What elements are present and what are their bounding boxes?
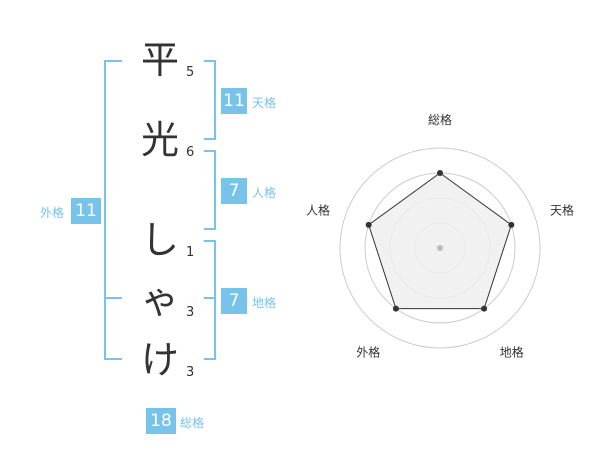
radar-polygon [368,172,512,310]
radar-ring [339,147,541,349]
radar-point-5 [365,221,372,228]
stroke-count-3: 1 [186,245,195,260]
jinkaku-bracket [204,150,216,230]
tenkaku-label: 天格 [252,96,277,110]
tenkaku-bracket [204,60,216,140]
gaikaku-label: 外格 [40,206,65,220]
name-char-4: ゃ [140,278,179,322]
gaikaku-bracket [104,60,122,360]
radar-point-2 [508,221,515,228]
chikaku-divider [204,297,216,299]
tenkaku-badge: 11 [221,88,247,114]
gaikaku-divider [104,297,122,299]
stroke-count-4: 3 [186,305,195,320]
gaikaku-badge: 11 [71,198,101,224]
soukaku-label: 総格 [180,416,205,430]
radar-points [365,170,515,312]
radar-point-4 [392,305,399,312]
chikaku-bracket [204,240,216,360]
chikaku-badge: 7 [221,288,247,314]
chikaku-label: 地格 [252,296,277,310]
soukaku-badge: 18 [146,408,176,434]
stroke-count-5: 3 [186,365,195,380]
radar-axis-label-3: 地格 [500,345,524,360]
name-char-3: し [140,218,179,262]
jinkaku-label: 人格 [252,186,277,200]
radar-point-3 [481,305,488,312]
stroke-count-1: 5 [186,65,195,80]
radar-center-dot [437,245,443,251]
name-char-2: 光 [140,118,179,162]
radar-point-1 [437,170,443,176]
radar-axis-label-4: 外格 [356,345,380,360]
radar-axis-label-1: 総格 [428,112,452,127]
radar-axis-label-2: 天格 [550,202,574,217]
name-char-1: 平 [140,38,179,82]
stroke-count-2: 6 [186,145,195,160]
name-char-5: け [140,338,179,382]
jinkaku-badge: 7 [221,178,247,204]
radar-axis-label-5: 人格 [306,202,330,217]
